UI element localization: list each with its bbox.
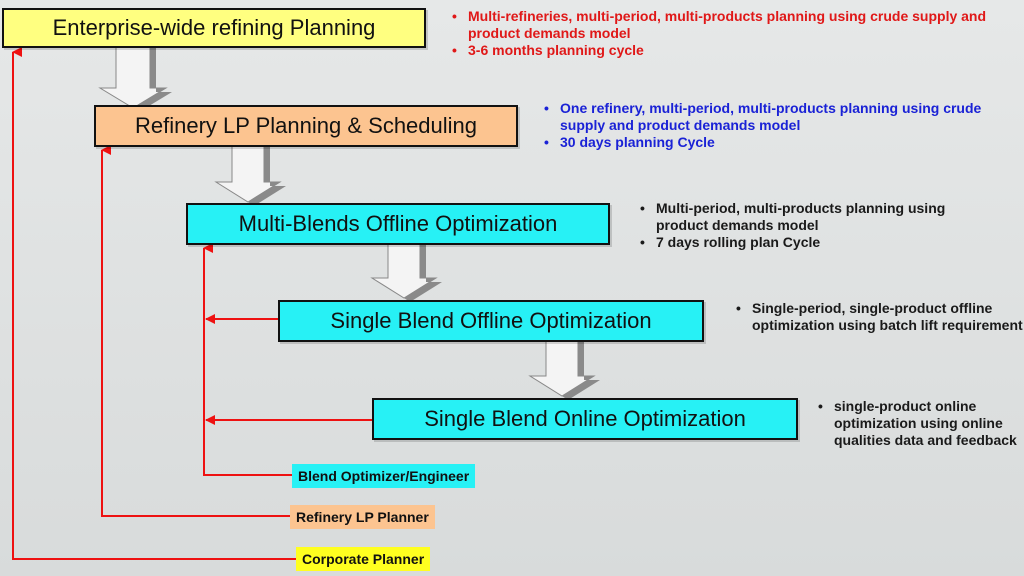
note-item: 30 days planning Cycle	[544, 134, 1010, 151]
down-arrow-4	[528, 335, 600, 400]
role-blend-optimizer: Blend Optimizer/Engineer	[292, 464, 476, 488]
notes-refinery-lp-planning: One refinery, multi-period, multi-produc…	[544, 100, 1010, 151]
note-item: 3-6 months planning cycle	[452, 42, 988, 59]
down-arrow-2	[214, 139, 286, 206]
down-arrow-1	[98, 43, 172, 112]
role-refinery-lp-planner: Refinery LP Planner	[290, 505, 435, 529]
notes-multi-blends-offline: Multi-period, multi-products planning us…	[640, 200, 996, 251]
level-box-enterprise-planning: Enterprise-wide refining Planning	[2, 8, 426, 48]
level-box-refinery-lp-planning: Refinery LP Planning & Scheduling	[94, 105, 518, 147]
note-item: One refinery, multi-period, multi-produc…	[544, 100, 1010, 134]
level-box-single-blend-online: Single Blend Online Optimization	[372, 398, 798, 440]
corporate-planner-connector	[12, 47, 296, 560]
role-corporate-planner: Corporate Planner	[296, 547, 431, 571]
note-item: Multi-period, multi-products planning us…	[640, 200, 996, 234]
note-item: 7 days rolling plan Cycle	[640, 234, 996, 251]
note-item: Single-period, single-product offline op…	[736, 300, 1024, 334]
blend-optimizer-connector	[203, 243, 372, 476]
notes-enterprise-planning: Multi-refineries, multi-period, multi-pr…	[452, 8, 988, 59]
note-item: single-product online optimization using…	[818, 398, 1024, 449]
notes-single-blend-offline: Single-period, single-product offline op…	[736, 300, 1024, 334]
level-box-multi-blends-offline: Multi-Blends Offline Optimization	[186, 203, 610, 245]
note-item: Multi-refineries, multi-period, multi-pr…	[452, 8, 988, 42]
level-box-single-blend-offline: Single Blend Offline Optimization	[278, 300, 704, 342]
notes-single-blend-online: single-product online optimization using…	[818, 398, 1024, 449]
refinery-lp-planner-connector	[101, 145, 290, 517]
down-arrow-3	[370, 237, 442, 302]
